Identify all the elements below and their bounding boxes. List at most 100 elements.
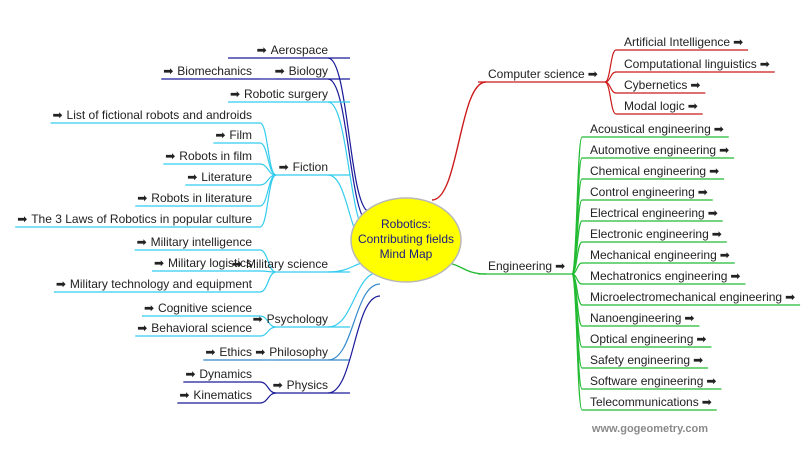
leaf-automotive-engineering[interactable]: Automotive engineering➡ bbox=[590, 143, 729, 157]
leaf-microelectromechanical-engineering[interactable]: Microelectromechanical engineering➡ bbox=[590, 290, 795, 304]
link-arrow-icon[interactable]: ➡ bbox=[693, 353, 703, 367]
link-arrow-icon[interactable]: ➡ bbox=[712, 227, 722, 241]
link-arrow-icon[interactable]: ➡ bbox=[232, 257, 242, 271]
link-arrow-icon[interactable]: ➡ bbox=[706, 374, 716, 388]
leaf-computational-linguistics[interactable]: Computational linguistics➡ bbox=[624, 57, 770, 71]
link-arrow-icon[interactable]: ➡ bbox=[163, 64, 173, 78]
leaf-film-connector bbox=[259, 142, 277, 176]
link-arrow-icon[interactable]: ➡ bbox=[53, 108, 63, 122]
branch-engineering[interactable]: Engineering➡ bbox=[488, 259, 565, 273]
leaf-kinematics[interactable]: Kinematics➡ bbox=[179, 388, 252, 402]
leaf-military-intelligence[interactable]: Military intelligence➡ bbox=[137, 235, 253, 249]
leaf-biomechanics[interactable]: Biomechanics ➡ bbox=[163, 64, 252, 78]
leaf-military-logistics[interactable]: Military logistics➡ bbox=[154, 256, 252, 270]
leaf-mechanical-engineering[interactable]: Mechanical engineering➡ bbox=[590, 248, 730, 262]
link-arrow-icon[interactable]: ➡ bbox=[785, 290, 795, 304]
leaf-electronic-engineering[interactable]: Electronic engineering➡ bbox=[590, 227, 722, 241]
link-arrow-icon[interactable]: ➡ bbox=[185, 367, 195, 381]
leaf-behavioral-science-label: Behavioral science bbox=[151, 321, 252, 335]
link-arrow-icon[interactable]: ➡ bbox=[56, 277, 66, 291]
link-arrow-icon[interactable]: ➡ bbox=[709, 164, 719, 178]
link-arrow-icon[interactable]: ➡ bbox=[154, 256, 164, 270]
leaf-safety-engineering[interactable]: Safety engineering➡ bbox=[590, 353, 703, 367]
link-arrow-icon[interactable]: ➡ bbox=[708, 206, 718, 220]
leaf-film[interactable]: Film➡ bbox=[215, 128, 252, 142]
branch-physics[interactable]: Physics ➡ bbox=[273, 378, 328, 392]
leaf-literature[interactable]: Literature➡ bbox=[187, 170, 252, 184]
link-arrow-icon[interactable]: ➡ bbox=[696, 332, 706, 346]
link-arrow-icon[interactable]: ➡ bbox=[137, 191, 147, 205]
link-arrow-icon[interactable]: ➡ bbox=[698, 185, 708, 199]
link-arrow-icon[interactable]: ➡ bbox=[230, 87, 240, 101]
branch-military-science-label: Military science bbox=[246, 257, 328, 271]
branch-aerospace[interactable]: Aerospace➡ bbox=[257, 43, 329, 57]
link-arrow-icon[interactable]: ➡ bbox=[137, 321, 147, 335]
leaf-behavioral-science[interactable]: Behavioral science ➡ bbox=[137, 321, 252, 335]
link-arrow-icon[interactable]: ➡ bbox=[730, 269, 740, 283]
branch-physics-label: Physics bbox=[287, 378, 328, 392]
leaf-list-of-fictional-robots-and-androids[interactable]: List of fictional robots and androids➡ bbox=[53, 108, 252, 122]
leaf-electrical-engineering[interactable]: Electrical engineering➡ bbox=[590, 206, 718, 220]
branch-philosophy[interactable]: Philosophy➡ bbox=[255, 345, 328, 359]
branch-computer-science-connector bbox=[431, 81, 487, 201]
site-credit[interactable]: www.gogeometry.com bbox=[591, 423, 708, 435]
leaf-chemical-engineering[interactable]: Chemical engineering➡ bbox=[590, 164, 719, 178]
branch-robotic-surgery[interactable]: Robotic surgery➡ bbox=[230, 87, 328, 101]
link-arrow-icon[interactable]: ➡ bbox=[684, 311, 694, 325]
leaf-robots-in-film[interactable]: Robots in film➡ bbox=[165, 149, 252, 163]
link-arrow-icon[interactable]: ➡ bbox=[273, 378, 283, 392]
leaf-control-engineering[interactable]: Control engineering➡ bbox=[590, 185, 708, 199]
link-arrow-icon[interactable]: ➡ bbox=[279, 160, 289, 174]
link-arrow-icon[interactable]: ➡ bbox=[179, 388, 189, 402]
leaf-telecommunications[interactable]: Telecommunications➡ bbox=[590, 395, 712, 409]
leaf-military-technology-and-equipment[interactable]: Military technology and equipment➡ bbox=[56, 277, 253, 291]
link-arrow-icon[interactable]: ➡ bbox=[690, 78, 700, 92]
leaf-modal-logic[interactable]: Modal logic➡ bbox=[624, 99, 698, 113]
link-arrow-icon[interactable]: ➡ bbox=[688, 99, 698, 113]
link-arrow-icon[interactable]: ➡ bbox=[255, 345, 265, 359]
leaf-kinematics-connector bbox=[259, 392, 277, 404]
leaf-mechatronics-engineering[interactable]: Mechatronics engineering➡ bbox=[590, 269, 740, 283]
leaf-software-engineering[interactable]: Software engineering➡ bbox=[590, 374, 716, 388]
branch-computer-science[interactable]: Computer science➡ bbox=[488, 67, 598, 81]
link-arrow-icon[interactable]: ➡ bbox=[733, 35, 743, 49]
leaf-optical-engineering[interactable]: Optical engineering➡ bbox=[590, 332, 706, 346]
link-arrow-icon[interactable]: ➡ bbox=[253, 312, 263, 326]
leaf-cognitive-science[interactable]: Cognitive science ➡ bbox=[144, 301, 252, 315]
leaf-artificial-intelligence-label: Artificial Intelligence bbox=[624, 35, 730, 49]
link-arrow-icon[interactable]: ➡ bbox=[187, 170, 197, 184]
leaf-ethics[interactable]: Ethics➡ bbox=[205, 345, 252, 359]
branch-psychology[interactable]: Psychology➡ bbox=[253, 312, 328, 326]
leaf-biomechanics-label: Biomechanics bbox=[177, 64, 252, 78]
link-arrow-icon[interactable]: ➡ bbox=[257, 43, 267, 57]
leaf-the-3-laws-of-robotics-in-popular-culture[interactable]: The 3 Laws of Robotics in popular cultur… bbox=[17, 212, 252, 226]
link-arrow-icon[interactable]: ➡ bbox=[17, 212, 27, 226]
branch-fiction[interactable]: Fiction➡ bbox=[279, 160, 328, 174]
link-arrow-icon[interactable]: ➡ bbox=[137, 235, 147, 249]
branch-military-science[interactable]: Military science ➡ bbox=[232, 257, 328, 271]
center-topic[interactable]: Robotics: Contributing fields Mind Map bbox=[350, 197, 462, 283]
leaf-artificial-intelligence[interactable]: Artificial Intelligence➡ bbox=[624, 35, 743, 49]
link-arrow-icon[interactable]: ➡ bbox=[215, 128, 225, 142]
link-arrow-icon[interactable]: ➡ bbox=[588, 67, 598, 81]
link-arrow-icon[interactable]: ➡ bbox=[719, 143, 729, 157]
link-arrow-icon[interactable]: ➡ bbox=[720, 248, 730, 262]
leaf-cybernetics[interactable]: Cybernetics➡ bbox=[624, 78, 700, 92]
link-arrow-icon[interactable]: ➡ bbox=[144, 301, 154, 315]
link-arrow-icon[interactable]: ➡ bbox=[165, 149, 175, 163]
branch-biology[interactable]: Biology➡ bbox=[275, 64, 328, 78]
leaf-chemical-engineering-label: Chemical engineering bbox=[590, 164, 706, 178]
link-arrow-icon[interactable]: ➡ bbox=[205, 345, 215, 359]
link-arrow-icon[interactable]: ➡ bbox=[714, 122, 724, 136]
leaf-dynamics-label: Dynamics bbox=[199, 367, 252, 381]
leaf-robots-in-literature[interactable]: Robots in literature➡ bbox=[137, 191, 252, 205]
link-arrow-icon[interactable]: ➡ bbox=[555, 259, 565, 273]
leaf-nanoengineering[interactable]: Nanoengineering➡ bbox=[590, 311, 694, 325]
leaf-acoustical-engineering[interactable]: Acoustical engineering➡ bbox=[590, 122, 724, 136]
leaf-dynamics[interactable]: Dynamics ➡ bbox=[185, 367, 252, 381]
link-arrow-icon[interactable]: ➡ bbox=[760, 57, 770, 71]
link-arrow-icon[interactable]: ➡ bbox=[275, 64, 285, 78]
leaf-cognitive-science-label: Cognitive science bbox=[158, 301, 252, 315]
link-arrow-icon[interactable]: ➡ bbox=[702, 395, 712, 409]
